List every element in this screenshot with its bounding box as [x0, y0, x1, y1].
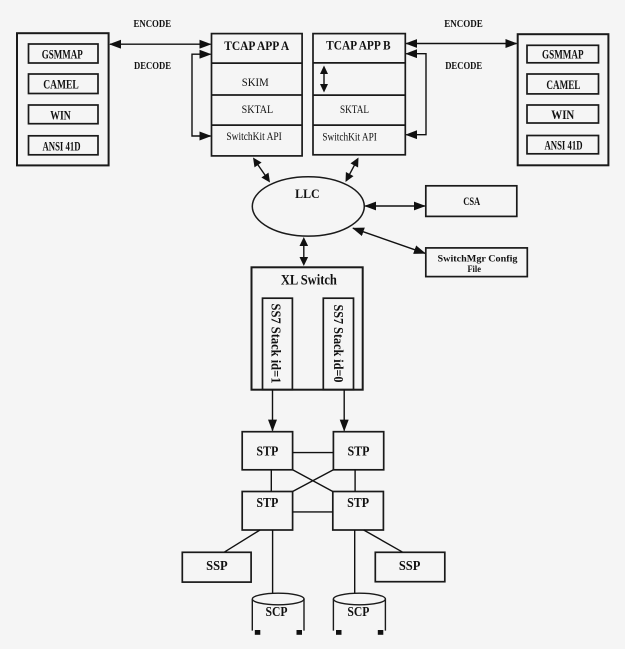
svg-text:GSMMAP: GSMMAP	[42, 48, 83, 62]
svg-text:ENCODE: ENCODE	[444, 19, 483, 30]
svg-text:STP: STP	[256, 495, 278, 510]
svg-text:DECODE: DECODE	[445, 61, 482, 72]
svg-text:STP: STP	[348, 444, 370, 459]
svg-text:SKTAL: SKTAL	[340, 104, 369, 116]
svg-text:GSMMAP: GSMMAP	[542, 48, 584, 62]
svg-text:TCAP APP A: TCAP APP A	[224, 39, 289, 53]
svg-text:SSP: SSP	[206, 558, 228, 573]
svg-text:ENCODE: ENCODE	[134, 19, 172, 30]
svg-text:SKIM: SKIM	[242, 77, 269, 89]
svg-text:SCP: SCP	[347, 604, 369, 619]
svg-text:WIN: WIN	[50, 109, 71, 123]
svg-text:ANSI 41D: ANSI 41D	[545, 139, 583, 153]
svg-text:CAMEL: CAMEL	[43, 78, 79, 92]
svg-text:SwitchKit API: SwitchKit API	[226, 131, 282, 143]
svg-text:DECODE: DECODE	[134, 61, 171, 72]
svg-text:LLC: LLC	[295, 186, 320, 201]
svg-text:CSA: CSA	[463, 194, 480, 208]
svg-text:XL Switch: XL Switch	[281, 273, 337, 289]
svg-text:SCP: SCP	[266, 604, 288, 619]
svg-text:ANSI 41D: ANSI 41D	[43, 140, 81, 154]
svg-text:STP: STP	[347, 495, 369, 510]
svg-text:TCAP APP B: TCAP APP B	[326, 39, 391, 53]
svg-text:SSP: SSP	[399, 558, 421, 573]
svg-text:File: File	[467, 265, 481, 275]
svg-text:STP: STP	[256, 444, 278, 459]
svg-text:CAMEL: CAMEL	[546, 78, 580, 92]
svg-text:SwitchKit API: SwitchKit API	[322, 132, 377, 144]
svg-text:WIN: WIN	[551, 108, 574, 122]
svg-text:SS7 Stack id=0: SS7 Stack id=0	[330, 305, 345, 383]
svg-text:SKTAL: SKTAL	[242, 104, 274, 116]
svg-text:SS7 Stack id=1: SS7 Stack id=1	[268, 304, 283, 384]
svg-text:SwitchMgr Config: SwitchMgr Config	[438, 255, 518, 265]
